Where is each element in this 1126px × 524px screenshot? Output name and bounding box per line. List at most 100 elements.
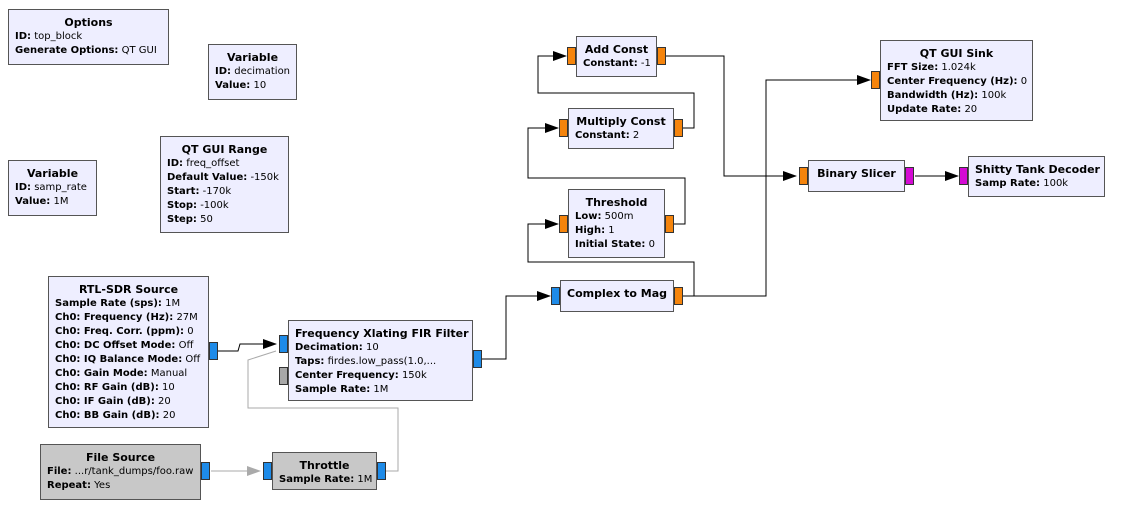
param-key: Sample Rate: <box>279 474 355 485</box>
block-title: Add Const <box>584 43 649 56</box>
param-value: -100k <box>200 200 229 211</box>
param-key: Repeat: <box>47 480 91 491</box>
param-value: 0 <box>187 326 194 337</box>
throttle-block[interactable]: Throttle Sample Rate: 1M <box>272 452 377 490</box>
block-param: Sample Rate: 1M <box>295 383 466 397</box>
variable-samp-rate-block[interactable]: Variable ID: samp_rate Value: 1M <box>8 160 97 216</box>
block-param: Constant: 2 <box>575 129 667 143</box>
add-const-block[interactable]: Add Const Constant: -1 <box>576 36 657 77</box>
block-param: Value: 10 <box>215 79 290 93</box>
param-value: Off <box>178 340 194 351</box>
param-key: ID: <box>15 31 32 42</box>
add-input-port[interactable] <box>567 47 576 65</box>
param-value: samp_rate <box>34 182 87 193</box>
param-key: Ch0: Freq. Corr. (ppm): <box>55 326 185 337</box>
param-value: 20 <box>964 104 978 115</box>
block-param: Sample Rate: 1M <box>279 473 372 487</box>
param-value: 100k <box>1043 178 1069 189</box>
filesource-output-port[interactable] <box>201 462 210 480</box>
param-key: Constant: <box>583 58 638 69</box>
add-output-port[interactable] <box>657 47 666 65</box>
param-value: 1M <box>373 384 389 395</box>
block-param: Ch0: IF Gain (dB): 20 <box>55 395 202 409</box>
param-value: 1M <box>165 298 181 309</box>
options-block[interactable]: Options ID: top_block Generate Options: … <box>8 9 169 65</box>
wire-throttle-to-xlating <box>247 350 399 472</box>
guisink-input-port[interactable] <box>871 71 880 89</box>
throttle-input-port[interactable] <box>263 462 272 480</box>
file-source-block[interactable]: File Source File: ...r/tank_dumps/foo.ra… <box>40 444 201 500</box>
xlating-output-port[interactable] <box>473 350 482 368</box>
xlating-input-port[interactable] <box>279 335 288 353</box>
ctm-input-port[interactable] <box>551 287 560 305</box>
param-value: 1M <box>53 196 69 207</box>
param-key: Update Rate: <box>887 104 962 115</box>
threshold-block[interactable]: Threshold Low: 500m High: 1 Initial Stat… <box>568 189 665 258</box>
slicer-input-port[interactable] <box>799 167 808 185</box>
param-key: Ch0: RF Gain (dB): <box>55 382 159 393</box>
block-param: Ch0: IQ Balance Mode: Off <box>55 353 202 367</box>
param-value: Manual <box>150 368 188 379</box>
freq-xlating-fir-filter-block[interactable]: Frequency Xlating FIR Filter Decimation:… <box>288 320 473 401</box>
param-key: Ch0: IF Gain (dB): <box>55 396 155 407</box>
wire-xlating-to-ctm <box>482 291 551 360</box>
block-param: ID: top_block <box>15 30 162 44</box>
block-param: Samp Rate: 100k <box>975 177 1098 191</box>
block-param: Value: 1M <box>15 195 90 209</box>
decoder-input-port[interactable] <box>959 167 968 185</box>
block-param: Ch0: Gain Mode: Manual <box>55 367 202 381</box>
param-value: 20 <box>158 396 171 407</box>
qt-gui-sink-block[interactable]: QT GUI Sink FFT Size: 1.024k Center Freq… <box>880 40 1033 121</box>
param-key: ID: <box>15 182 32 193</box>
param-key: Sample Rate (sps): <box>55 298 162 309</box>
param-value: ...r/tank_dumps/foo.raw <box>74 466 194 477</box>
param-key: Taps: <box>295 356 325 367</box>
param-value: 27M <box>176 312 198 323</box>
block-param: Stop: -100k <box>167 199 282 213</box>
param-key: Value: <box>15 196 51 207</box>
param-value: -1 <box>640 58 651 69</box>
param-key: Ch0: Frequency (Hz): <box>55 312 174 323</box>
param-key: Decimation: <box>295 342 363 353</box>
param-value: 20 <box>162 410 176 421</box>
complex-to-mag-block[interactable]: Complex to Mag <box>560 280 674 312</box>
block-param: Ch0: DC Offset Mode: Off <box>55 339 202 353</box>
block-title: Frequency Xlating FIR Filter <box>295 327 469 340</box>
variable-decimation-block[interactable]: Variable ID: decimation Value: 10 <box>208 44 297 100</box>
block-param: Initial State: 0 <box>575 238 658 252</box>
wire-rtlsdr-to-xlating <box>218 339 277 352</box>
block-param: Ch0: Freq. Corr. (ppm): 0 <box>55 325 202 339</box>
throttle-output-port[interactable] <box>377 462 386 480</box>
multiply-input-port[interactable] <box>559 119 568 137</box>
block-title: Options <box>64 16 113 29</box>
threshold-output-port[interactable] <box>665 215 674 233</box>
block-param: Bandwidth (Hz): 100k <box>887 89 1026 103</box>
rtlsdr-output-port[interactable] <box>209 342 218 360</box>
wire-threshold-to-multiply <box>527 123 686 225</box>
shitty-tank-decoder-block[interactable]: Shitty Tank Decoder Samp Rate: 100k <box>968 156 1105 197</box>
binary-slicer-block[interactable]: Binary Slicer <box>808 160 905 192</box>
param-key: Generate Options: <box>15 45 119 56</box>
param-key: Bandwidth (Hz): <box>887 90 979 101</box>
block-param: ID: decimation <box>215 65 290 79</box>
multiply-const-block[interactable]: Multiply Const Constant: 2 <box>568 108 674 149</box>
block-param: Step: 50 <box>167 213 282 227</box>
param-value: freq_offset <box>186 158 240 169</box>
block-param: Update Rate: 20 <box>887 103 1026 117</box>
ctm-output-port[interactable] <box>674 287 683 305</box>
block-param: Sample Rate (sps): 1M <box>55 297 202 311</box>
block-title: Binary Slicer <box>817 167 896 180</box>
threshold-input-port[interactable] <box>559 215 568 233</box>
param-value: 0 <box>648 239 655 250</box>
slicer-output-port[interactable] <box>905 167 914 185</box>
multiply-output-port[interactable] <box>674 119 683 137</box>
xlating-msg-port[interactable] <box>279 367 288 385</box>
param-value: firdes.low_pass(1.0,... <box>327 356 437 367</box>
qt-gui-range-block[interactable]: QT GUI Range ID: freq_offset Default Val… <box>160 136 289 233</box>
wire-ctm-to-guisink <box>683 75 871 297</box>
param-value: decimation <box>234 66 291 77</box>
rtl-sdr-source-block[interactable]: RTL-SDR Source Sample Rate (sps): 1M Ch0… <box>48 276 209 428</box>
param-value: 10 <box>253 80 267 91</box>
param-key: FFT Size: <box>887 62 939 73</box>
